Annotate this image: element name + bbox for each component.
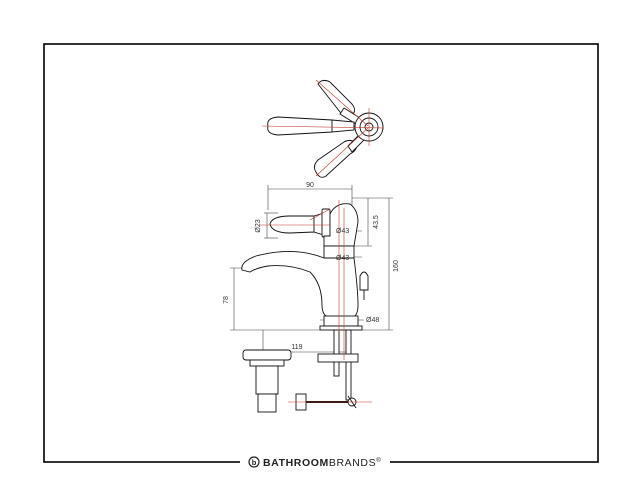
brand-name-bold: BATHROOM: [263, 457, 329, 469]
tap-elevation: [241, 203, 369, 413]
tail-pipe-right: [345, 329, 352, 401]
dimension-labels: 90 Ø23 43.5 Ø43 Ø43 160 78 Ø48 119: [223, 182, 400, 351]
side-lever-handle: [269, 215, 317, 234]
elevation-centerlines: [260, 200, 372, 403]
plan-view: [267, 79, 384, 178]
dim-width-top: 90: [306, 182, 314, 189]
dim-body-dia-2: Ø43: [336, 255, 349, 262]
dim-total-height: 160: [393, 260, 400, 272]
brand-name-light: BRANDS: [329, 457, 376, 469]
waste-flange: [249, 359, 285, 367]
waste-cap: [242, 349, 292, 361]
brand-logo: b BATHROOMBRANDS®: [248, 456, 381, 469]
backnut: [317, 353, 359, 363]
footer-gap: [240, 455, 390, 469]
brand-logo-icon: [248, 456, 260, 468]
brand-logo-letter: b: [252, 458, 257, 467]
lift-rod-knob: [359, 271, 369, 291]
dim-base-dia: Ø48: [366, 317, 379, 324]
base-plate: [319, 325, 363, 331]
tail-pipe-left: [333, 329, 340, 377]
dim-height-top: 43.5: [373, 215, 380, 229]
base-flange: [323, 315, 359, 327]
dim-body-dia-1: Ø43: [336, 228, 349, 235]
plan-centerlines: [261, 79, 385, 177]
headwork: [323, 203, 359, 247]
brand-name: BATHROOMBRANDS®: [263, 457, 381, 469]
brand-trademark: ®: [376, 457, 381, 464]
waste-nut: [257, 393, 277, 413]
dim-handle-dia: Ø23: [255, 219, 262, 232]
side-lever-collar: [321, 208, 331, 238]
plan-lever-upper: [317, 79, 361, 125]
dim-spout-reach: 119: [291, 344, 302, 351]
waste-body: [255, 365, 279, 395]
drawing-border: [43, 43, 599, 463]
plan-lever-left: [267, 116, 355, 136]
dim-spout-height: 78: [223, 296, 230, 304]
